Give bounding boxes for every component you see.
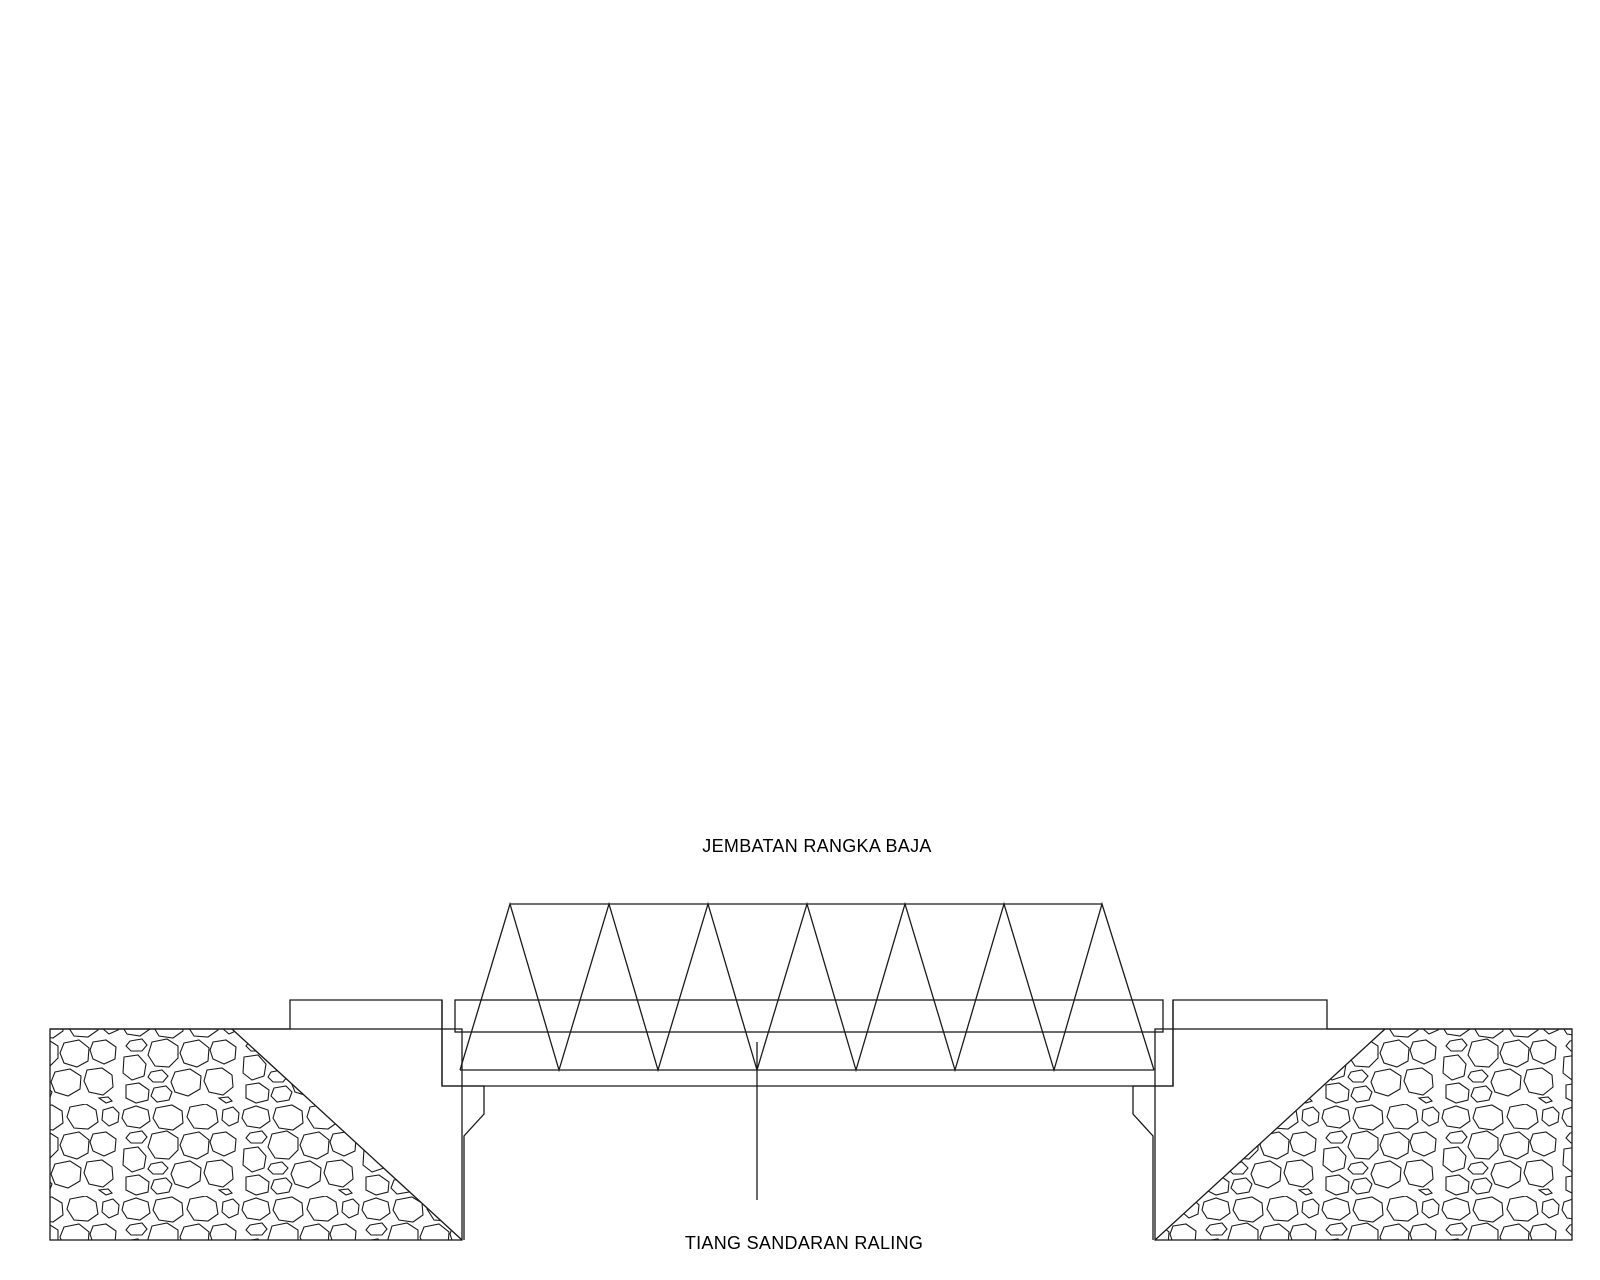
bridge-deck-slab (454, 999, 1164, 1033)
steel-truss (459, 901, 1155, 1073)
truss-diagonals (459, 901, 1155, 1073)
left-abutment (49, 999, 485, 1241)
bridge-title-label: JEMBATAN RANGKA BAJA (702, 836, 932, 856)
bridge-deck-tray (441, 1000, 1174, 1087)
railing-post-label: TIANG SANDARAN RALING (684, 1233, 924, 1253)
left-riprap-fill (50, 1029, 462, 1240)
right-riprap-fill (1155, 1029, 1572, 1240)
right-abutment (1132, 999, 1573, 1241)
